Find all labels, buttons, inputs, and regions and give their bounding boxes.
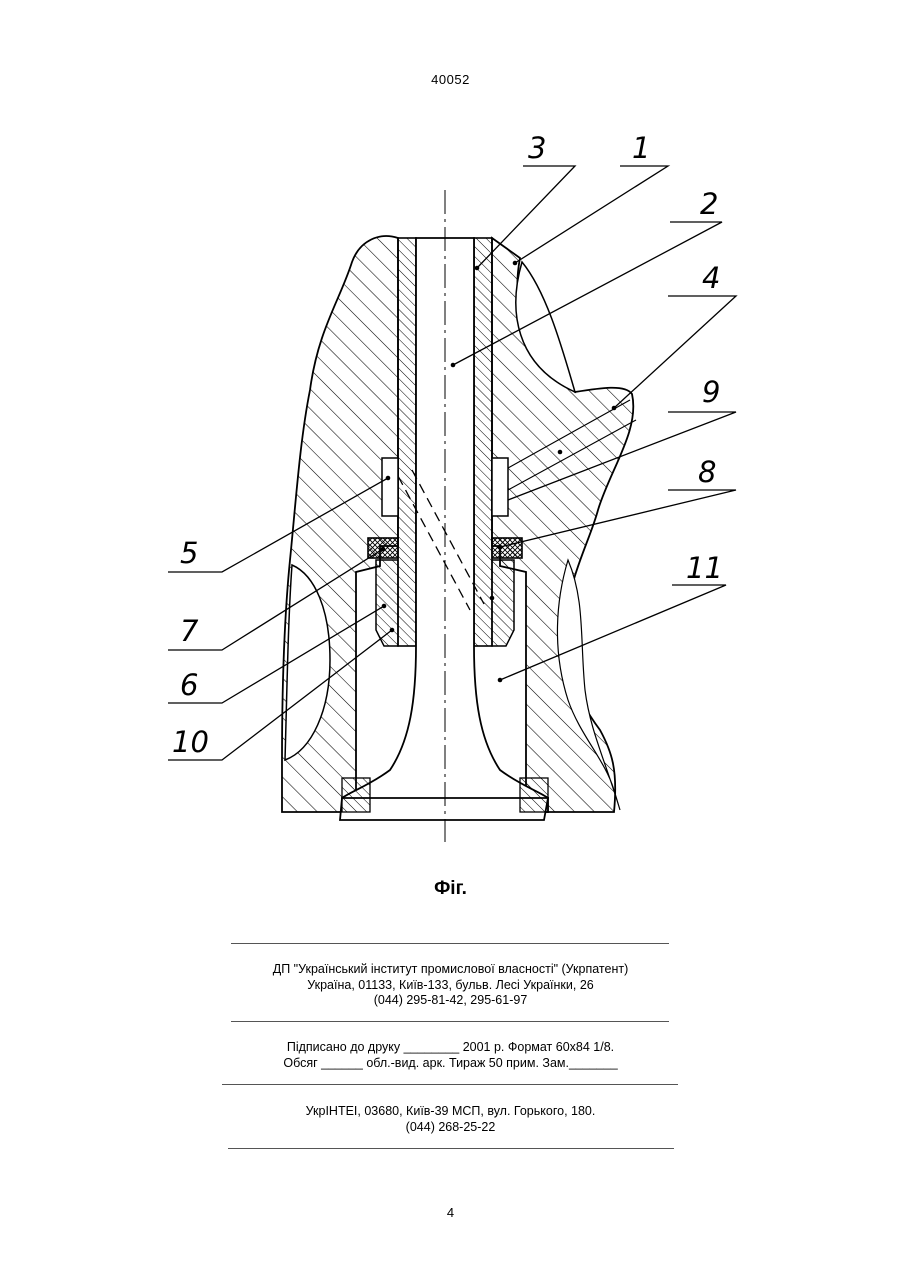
divider: [231, 943, 669, 944]
label-3: 3: [528, 131, 546, 165]
label-10: 10: [172, 725, 209, 759]
label-2: 2: [700, 187, 718, 221]
label-5: 5: [180, 536, 198, 570]
divider: [228, 1148, 674, 1149]
label-7: 7: [180, 614, 199, 648]
label-9: 9: [702, 375, 720, 409]
print-info-line: Обсяг ______ обл.-вид. арк. Тираж 50 при…: [0, 1056, 901, 1072]
label-1: 1: [632, 131, 650, 165]
collar-right: [492, 458, 508, 516]
collar-left: [382, 458, 398, 516]
label-4: 4: [702, 261, 720, 295]
seat-left: [342, 778, 370, 812]
print-info-block: Підписано до друку ________ 2001 р. Форм…: [0, 1040, 901, 1071]
valve-guide-right: [474, 238, 492, 646]
printer-block: УкрІНТЕІ, 03680, Київ-39 МСП, вул. Горьк…: [0, 1104, 901, 1135]
seal-ring-right: [492, 538, 522, 558]
technical-drawing: 3 1 2 4 9 8 11 5 7 6 10: [0, 0, 901, 870]
printer-line: (044) 268-25-22: [0, 1120, 901, 1136]
printer-line: УкрІНТЕІ, 03680, Київ-39 МСП, вул. Горьк…: [0, 1104, 901, 1120]
label-8: 8: [698, 455, 716, 489]
head-body-right: [492, 238, 633, 812]
seat-right: [520, 778, 548, 812]
publisher-line: ДП "Український інститут промислової вла…: [0, 962, 901, 978]
divider: [231, 1021, 669, 1022]
label-6: 6: [180, 668, 198, 702]
figure-caption: Фіг.: [0, 878, 901, 900]
cup-right: [492, 560, 514, 646]
publisher-line: Україна, 01133, Київ-133, бульв. Лесі Ук…: [0, 978, 901, 994]
label-11: 11: [686, 551, 723, 585]
publisher-block: ДП "Український інститут промислової вла…: [0, 962, 901, 1009]
print-info-line: Підписано до друку ________ 2001 р. Форм…: [0, 1040, 901, 1056]
page-number: 4: [0, 1205, 901, 1220]
divider: [222, 1084, 678, 1085]
publisher-line: (044) 295-81-42, 295-61-97: [0, 993, 901, 1009]
valve-disc: [340, 798, 548, 820]
valve-guide-left: [398, 238, 416, 646]
